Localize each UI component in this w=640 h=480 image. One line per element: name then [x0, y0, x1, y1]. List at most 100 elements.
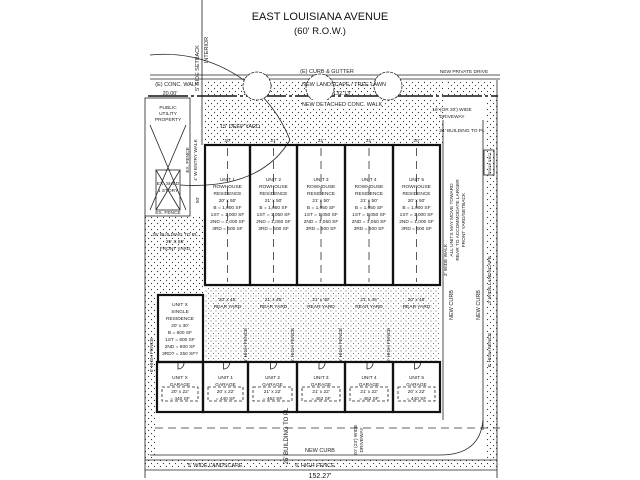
- rear-yard-label: REAR YARD: [355, 304, 383, 310]
- rear-yard-size: 20' x 45': [408, 297, 426, 303]
- high-fence-left: 6' HIGH FENCE: [149, 338, 155, 373]
- rear-yard-label: REAR YARD: [260, 304, 288, 310]
- car-outline: [207, 386, 244, 402]
- unit-type-1: RESIDENCE: [214, 191, 242, 197]
- car-outline: [397, 386, 436, 402]
- car-outline: [161, 386, 199, 402]
- high-fence-label: 6' HIGH FENCE: [386, 328, 392, 363]
- garage-size: 20' x 22': [408, 389, 426, 395]
- unit-type-1: RESIDENCE: [355, 191, 383, 197]
- ex-shed: [155, 169, 181, 211]
- garage-area: = 462 SF: [311, 396, 331, 402]
- unit-front-dim: 20': [224, 138, 230, 144]
- high-fence-label: 6' HIGH FENCE: [243, 328, 249, 363]
- wide-landscape-bottom: 5' WIDE LANDSCAPE: [188, 463, 243, 469]
- unit-first: 1ST = 1,050 SF: [257, 212, 291, 218]
- tree-lawn-label: NEW LANDSCAPE / TREE LAWN: [302, 82, 386, 88]
- unit-third: 3RD = 600 SF: [354, 226, 385, 232]
- ex-shed-label: 1 STORY: [158, 188, 179, 194]
- car-outline: [252, 386, 293, 402]
- units-note: FRONT YARD/SETBACK: [461, 192, 467, 247]
- entry-walk-label: 4' W ENTRY WALK: [193, 138, 199, 180]
- unit-first: 1ST = 1,050 SF: [352, 212, 386, 218]
- street-row: (60' R.O.W.): [294, 26, 346, 37]
- door-swing-icon: [223, 362, 230, 370]
- unit-size: 20' x 50': [408, 198, 426, 204]
- car-outline: [301, 386, 341, 402]
- ex-fence-h-label: EX. FENCE: [155, 210, 180, 216]
- wide-landscape-right: 3' WIDE LANDSCAPE: [487, 256, 493, 304]
- garage-size: 20' x 22': [171, 389, 189, 395]
- detached-walk-label-backing: [303, 100, 381, 108]
- bottom-landscape: [145, 460, 497, 469]
- unit-front-dim: 21': [366, 138, 372, 144]
- rear-yard-size: 21' x 45': [312, 297, 330, 303]
- ex-fence-v-label: EX. FENCE: [185, 147, 191, 172]
- garage-area: = 462 SF: [359, 396, 379, 402]
- unit-type-1: RESIDENCE: [403, 191, 431, 197]
- unit-type-0: ROWHOUSE: [213, 184, 242, 190]
- unit-outline: [391, 143, 442, 287]
- dim-20: 20.00': [163, 91, 178, 97]
- unit-x-name: UNIT X: [172, 302, 188, 308]
- rear-yard-size: 20' x 45': [219, 297, 237, 303]
- garage-label: GARAGE: [311, 382, 332, 388]
- unit-b: B = 1,000 SF: [402, 205, 430, 211]
- unit-name: UNIT 4: [361, 177, 376, 183]
- unit-type-1: RESIDENCE: [307, 191, 335, 197]
- unit-second: 2ND = 1,000 SF: [399, 219, 434, 225]
- garage-size: 21' x 22': [312, 389, 330, 395]
- garage-unit: UNIT 4: [361, 375, 376, 381]
- unit-b: B = 1,050 SF: [259, 205, 287, 211]
- trash-label: TRASH ENCL.: [488, 151, 492, 175]
- unit-x-size: 20' x 30': [171, 323, 189, 329]
- garage-size: 20' x 22': [217, 389, 235, 395]
- new-curb-bottom: NEW CURB: [305, 448, 335, 454]
- driveway-bottom: 20' (23') WIDE: [353, 425, 359, 456]
- garage-area: = 440 SF: [407, 396, 427, 402]
- unit-second: 2ND = 1,050 SF: [304, 219, 339, 225]
- unit-size: 20' x 50': [219, 198, 237, 204]
- new-curb-label: NEW CURB: [476, 290, 482, 320]
- garage-label: GARAGE: [170, 382, 191, 388]
- public-utility-label: PUBLIC: [159, 105, 177, 111]
- driveway-top-label: 16' (OR 20') WIDE: [432, 107, 471, 113]
- unit-b: B = 1,050 SF: [307, 205, 335, 211]
- unit-x-type: SINGLE: [171, 309, 189, 315]
- trees: [242, 71, 403, 103]
- right-landscape: [485, 100, 497, 460]
- public-utility-label: UTILITY: [159, 111, 178, 117]
- unit-b: B = 1,000 SF: [213, 205, 241, 211]
- new-curb-bottom-line: [150, 419, 484, 456]
- garage-label: GARAGE: [262, 382, 283, 388]
- garage-label: GARAGE: [359, 382, 380, 388]
- unit-third: 3RD = 600 SF: [306, 226, 337, 232]
- utility-cross: [149, 124, 187, 211]
- rear-yard-area: [205, 286, 440, 362]
- unit-front-dim: 21': [318, 138, 324, 144]
- unit-second: 2ND = 1,000 SF: [210, 219, 245, 225]
- garage-unit: UNIT X: [172, 375, 188, 381]
- rear-yard-label: REAR YARD: [214, 304, 242, 310]
- front-yard-label: FRONT YARD: [160, 246, 191, 252]
- unit-front-dim: 21': [270, 138, 276, 144]
- unit-type-0: ROWHOUSE: [402, 184, 431, 190]
- trash-enclosure: [483, 149, 495, 176]
- garage-unit: UNIT 5: [409, 375, 424, 381]
- unit-name: UNIT 5: [409, 177, 424, 183]
- dim-bottom: 152.27': [309, 473, 332, 480]
- units-note: REAR TO ACCOMMODATE LARGER: [455, 179, 461, 261]
- street-name: EAST LOUISIANA AVENUE: [252, 11, 389, 23]
- new-curb-label: NEW CURB: [449, 290, 455, 320]
- garage-size: 21' x 22': [264, 389, 282, 395]
- unit-type-1: RESIDENCE: [260, 191, 288, 197]
